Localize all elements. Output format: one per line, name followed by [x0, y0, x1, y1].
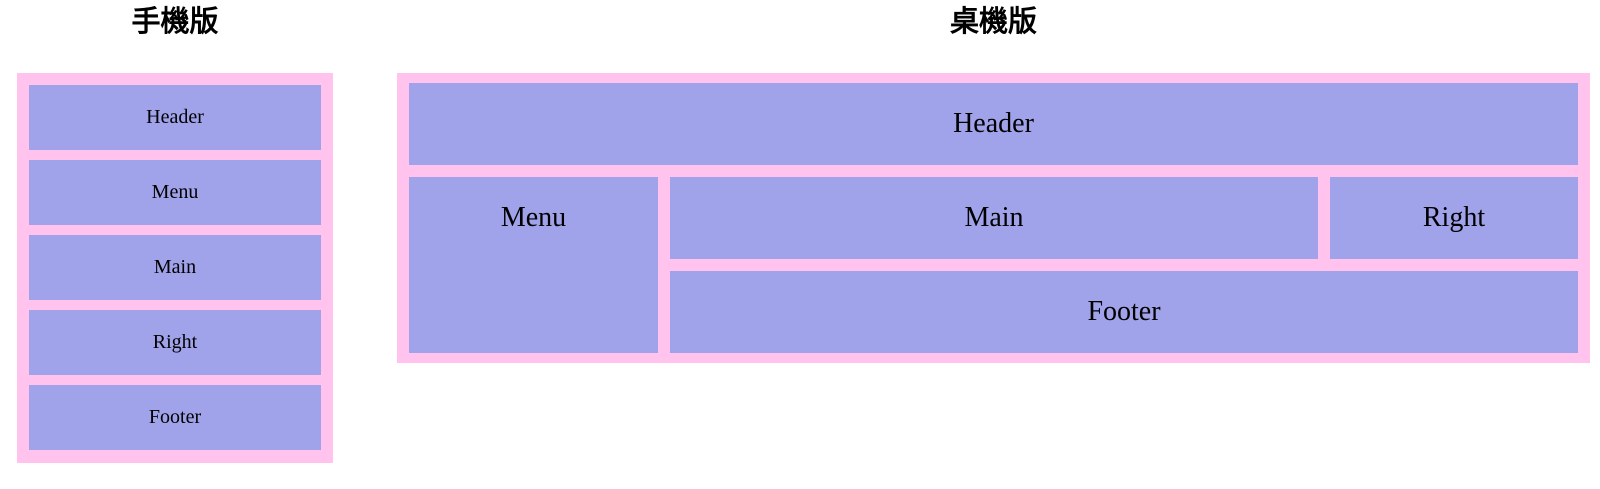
desktop-box-main: Main: [670, 177, 1318, 259]
mobile-box-menu: Menu: [29, 160, 321, 225]
mobile-box-footer: Footer: [29, 385, 321, 450]
desktop-box-right: Right: [1330, 177, 1578, 259]
mobile-panel-title: 手機版: [131, 6, 219, 38]
mobile-box-main: Main: [29, 235, 321, 300]
mobile-layout-panel: 手機版 Header Menu Main Right Footer: [17, 0, 333, 463]
mobile-box-right: Right: [29, 310, 321, 375]
desktop-box-header: Header: [409, 83, 1578, 165]
desktop-panel-title: 桌機版: [949, 6, 1037, 38]
desktop-layout-panel: 桌機版 Header Menu Main Right Footer: [397, 0, 1590, 363]
desktop-layout-container: Header Menu Main Right Footer: [397, 73, 1590, 363]
mobile-box-header: Header: [29, 85, 321, 150]
desktop-box-menu: Menu: [409, 177, 658, 353]
desktop-box-footer: Footer: [670, 271, 1578, 353]
mobile-layout-container: Header Menu Main Right Footer: [17, 73, 333, 463]
